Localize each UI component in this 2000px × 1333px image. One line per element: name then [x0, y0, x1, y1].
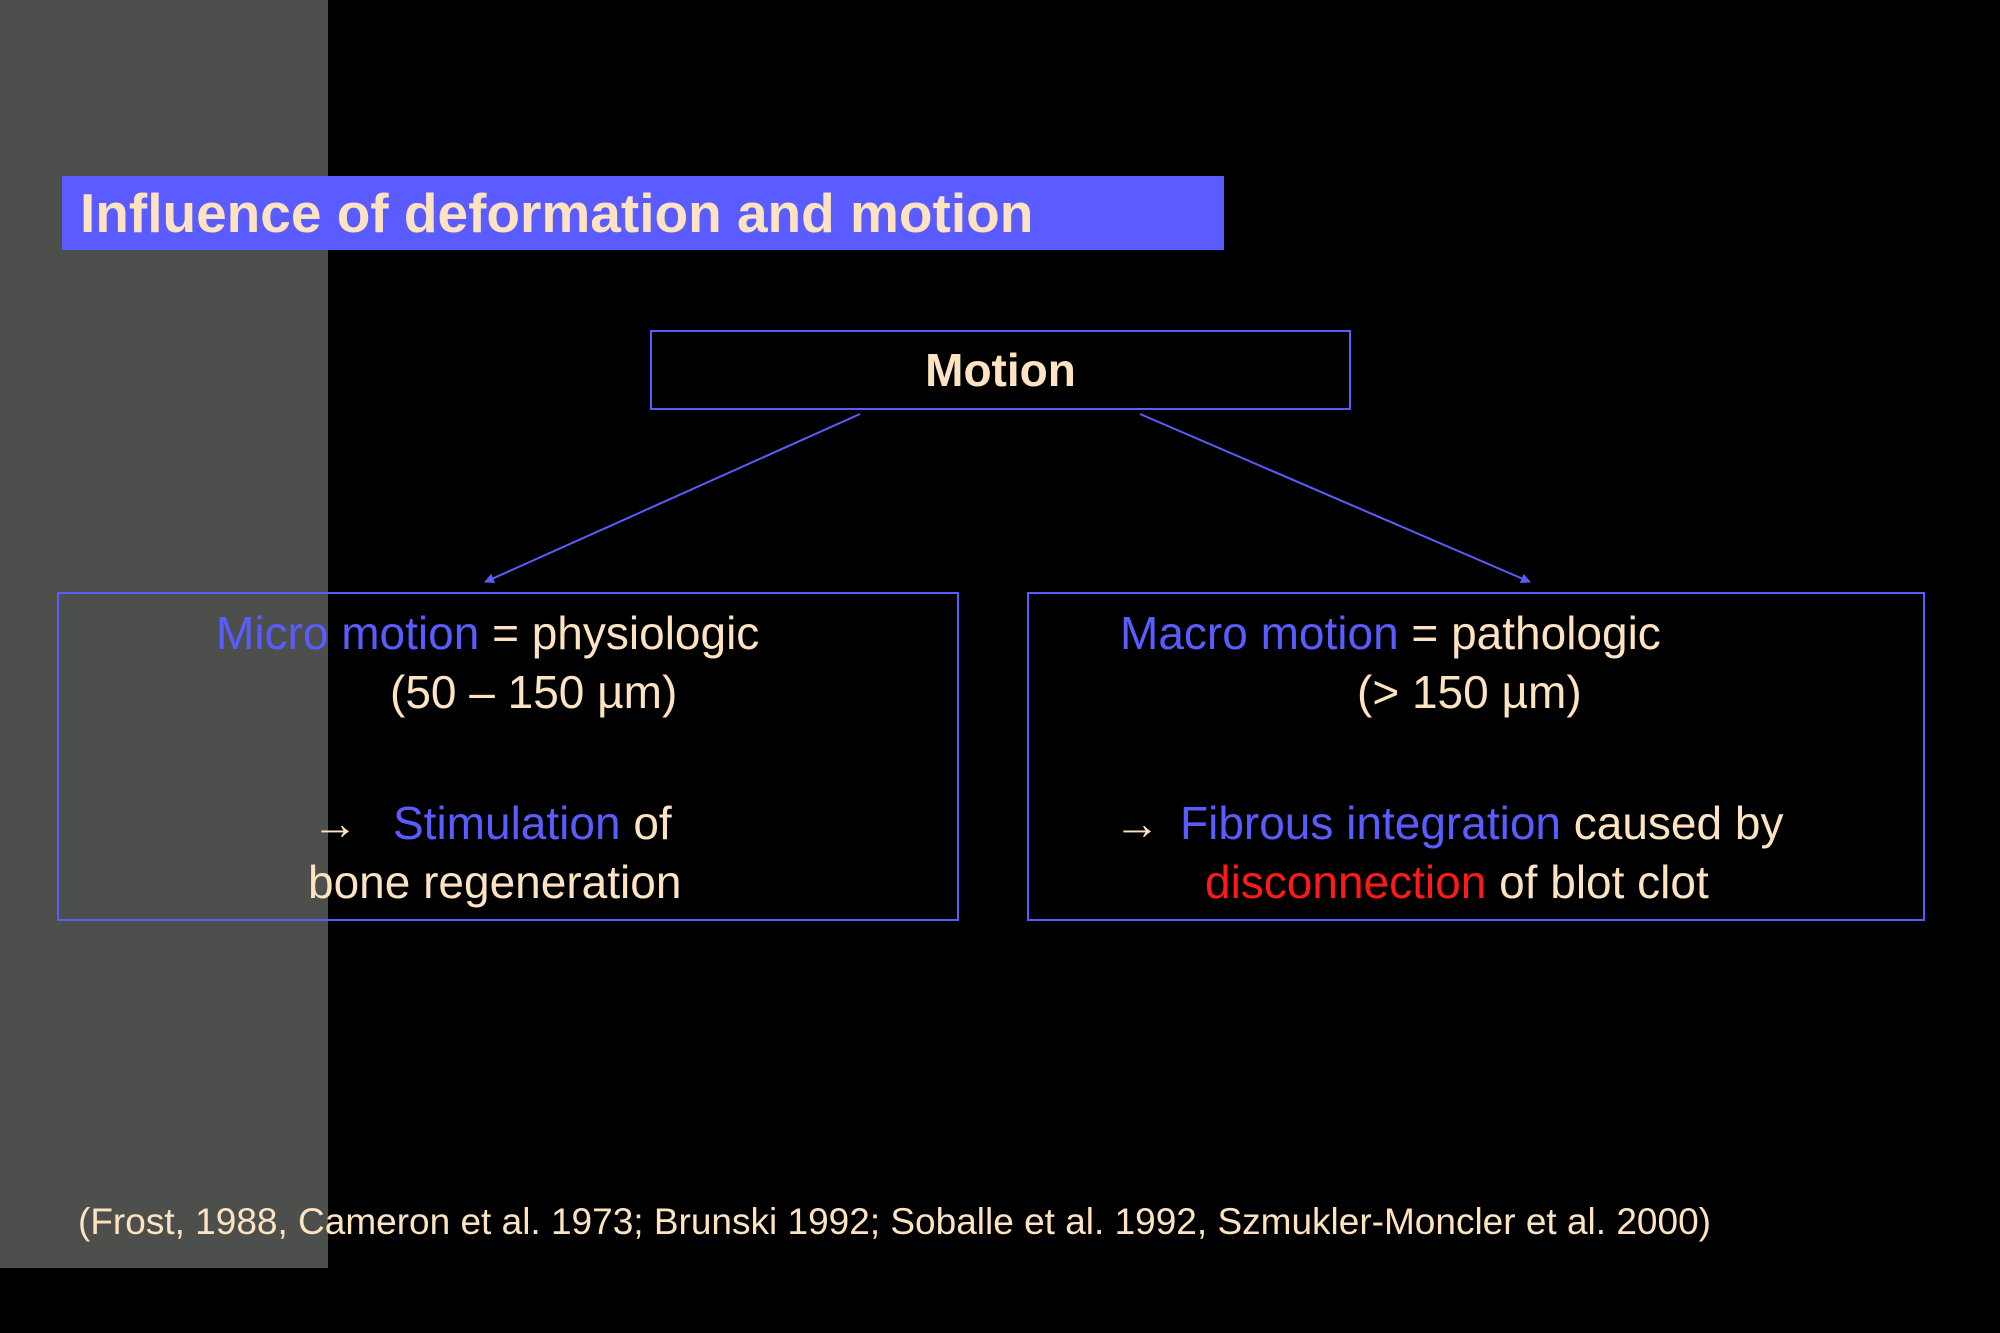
micro-effect-line1: → Stimulation of: [312, 800, 672, 846]
macro-effect-arrow: →: [1114, 797, 1160, 849]
micro-motion-term: Micro motion: [216, 607, 480, 659]
macro-effect-rest: caused by: [1560, 797, 1784, 849]
macro-effect-term: Fibrous integration: [1180, 797, 1561, 849]
micro-motion-relation: = physiologic: [479, 607, 760, 659]
title-bar: Influence of deformation and motion: [62, 176, 1224, 250]
micro-effect-line2: bone regeneration: [308, 856, 682, 908]
motion-box: Motion: [650, 330, 1351, 410]
micro-effect-term: Stimulation: [393, 797, 621, 849]
macro-effect-line1: → Fibrous integration caused by: [1114, 800, 1783, 846]
macro-motion-term: Macro motion: [1120, 607, 1399, 659]
macro-motion-line: Macro motion = pathologic: [1120, 610, 1661, 656]
macro-cause-term: disconnection: [1205, 856, 1487, 908]
micro-effect-arrow: →: [312, 797, 358, 849]
macro-motion-range: (> 150 µm): [1357, 666, 1582, 718]
micro-motion-line: Micro motion = physiologic: [216, 610, 759, 656]
micro-motion-box: [57, 592, 959, 921]
macro-motion-box: [1027, 592, 1925, 921]
arrow-to-macro: [1139, 413, 1531, 584]
macro-cause-rest: of blot clot: [1486, 856, 1709, 908]
arrow-to-micro: [484, 413, 861, 583]
slide-title: Influence of deformation and motion: [80, 181, 1034, 244]
motion-label: Motion: [925, 344, 1076, 396]
macro-motion-relation: = pathologic: [1398, 607, 1661, 659]
micro-effect-rest: of: [620, 797, 672, 849]
citation: (Frost, 1988, Cameron et al. 1973; Bruns…: [78, 1201, 1711, 1242]
micro-motion-range: (50 – 150 µm): [390, 666, 678, 718]
macro-effect-line2: disconnection of blot clot: [1205, 859, 1709, 905]
